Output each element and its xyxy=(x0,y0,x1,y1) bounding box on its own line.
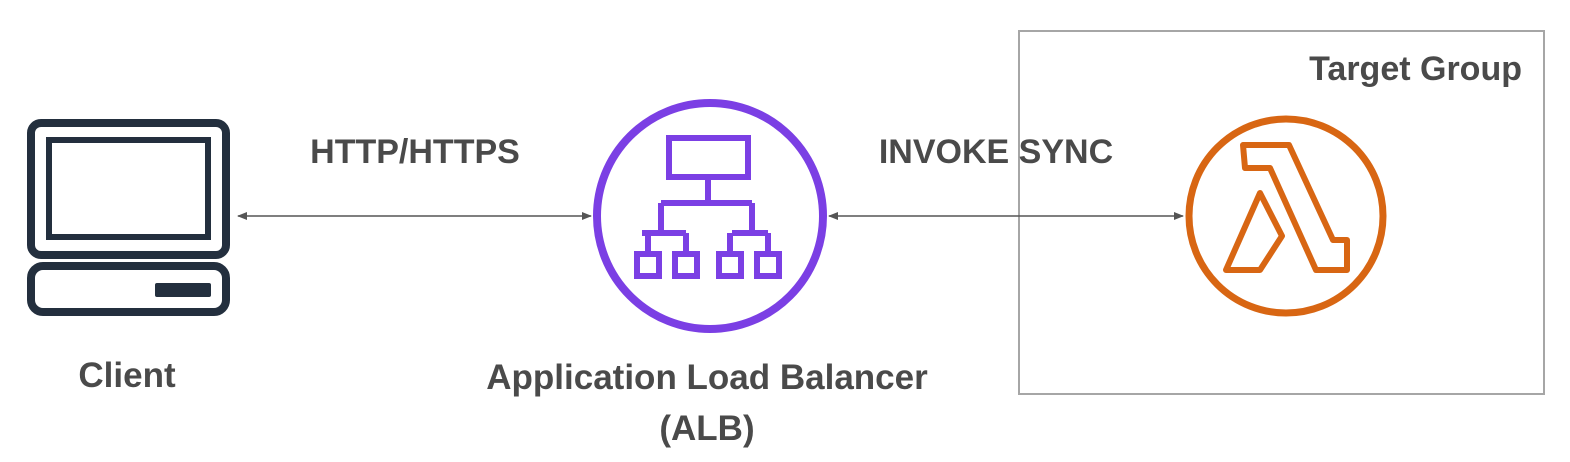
client-label: Client xyxy=(78,356,176,395)
invoke-sync-label: INVOKE SYNC xyxy=(879,133,1113,171)
laptop-icon xyxy=(27,119,230,316)
target-group-label: Target Group xyxy=(1309,50,1522,88)
load-balancer-icon xyxy=(593,99,827,333)
alb-label-line2: (ALB) xyxy=(659,409,754,448)
alb-label-line1: Application Load Balancer xyxy=(486,358,928,397)
lambda-icon xyxy=(1185,115,1387,317)
http-https-label: HTTP/HTTPS xyxy=(310,133,520,171)
